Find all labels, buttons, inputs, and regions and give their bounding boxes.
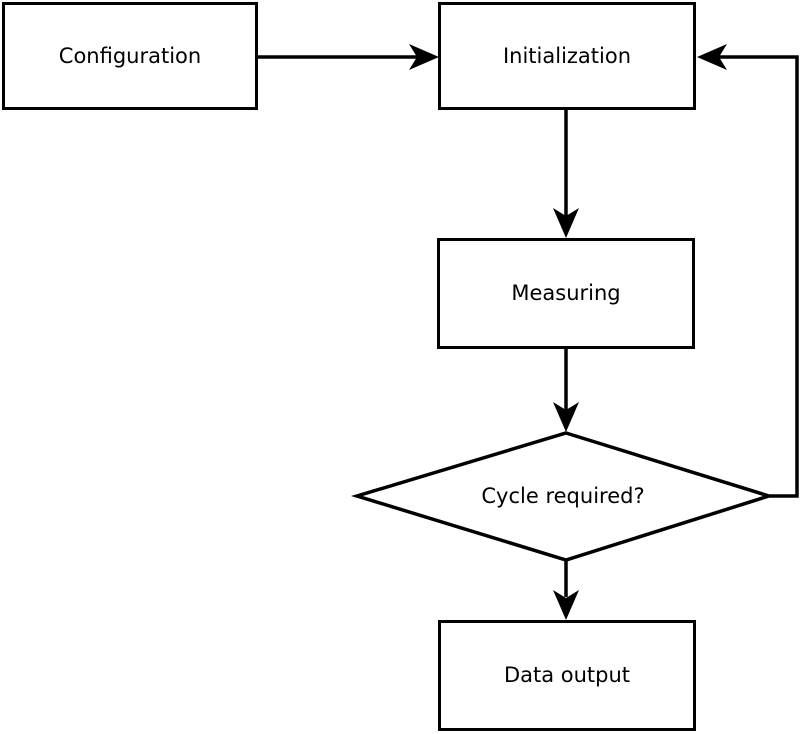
node-initialization: Initialization (438, 2, 696, 110)
node-initialization-label: Initialization (502, 43, 632, 68)
node-measuring-label: Measuring (511, 281, 621, 305)
edge-cycle-initialization-loop (719, 55, 799, 498)
arrowhead-into-initialization-left (409, 44, 439, 70)
node-configuration-label: Configuration (58, 43, 202, 68)
node-data-output-label: Data output (503, 663, 631, 687)
node-measuring: Measuring (437, 238, 695, 349)
node-configuration: Configuration (2, 2, 258, 110)
arrowhead-into-initialization-right (697, 44, 727, 70)
arrowhead-into-diamond-top (553, 402, 579, 432)
arrowhead-into-measuring-top (553, 208, 579, 238)
node-cycle-required: Cycle required? (357, 481, 769, 511)
node-cycle-required-label: Cycle required? (481, 483, 645, 508)
arrowhead-into-data-output-top (553, 590, 579, 620)
node-data-output: Data output (438, 620, 696, 731)
